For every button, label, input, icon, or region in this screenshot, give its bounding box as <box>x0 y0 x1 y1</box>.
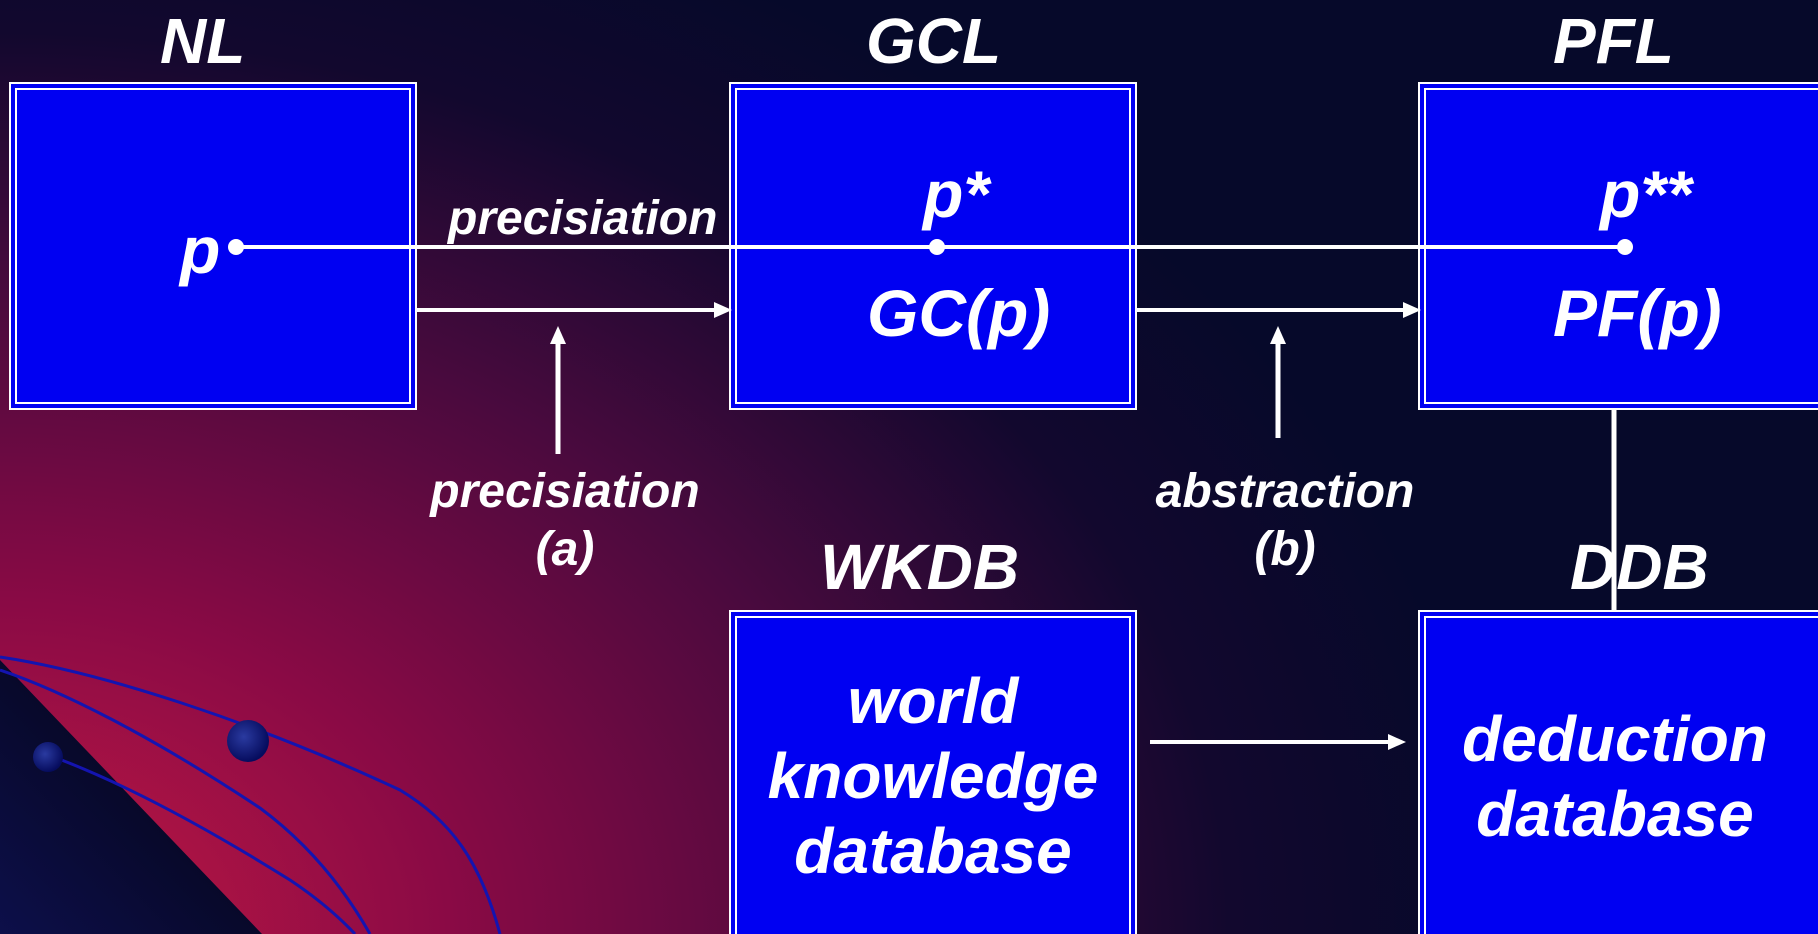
decor-arc-2 <box>0 668 372 934</box>
box-wkdb <box>729 610 1137 934</box>
node-dot-p-star <box>929 239 945 255</box>
wkdb-text-line3: database <box>794 815 1072 887</box>
node-label-p-double-star: p** <box>1600 157 1692 231</box>
header-ddb: DDB <box>1570 531 1709 603</box>
arrow-abstraction-up <box>1270 326 1286 438</box>
node-label-p-star: p* <box>923 157 989 231</box>
arrow-wkdb-to-ddb <box>1150 734 1406 750</box>
edge-label-abstraction-text: abstraction <box>1155 465 1415 518</box>
decor-arc-1 <box>0 655 502 934</box>
ddb-text-line2: database <box>1476 778 1754 850</box>
node-dot-p <box>228 239 244 255</box>
corner-decoration <box>0 655 502 934</box>
decor-arc-3 <box>39 750 357 934</box>
decor-orb-large <box>227 720 269 762</box>
wkdb-text-line1: world <box>847 665 1019 737</box>
edge-label-precisiation-tag: (a) <box>535 523 595 576</box>
node-label-p: p <box>180 213 221 287</box>
arrow-gcl-to-pfl <box>1136 302 1421 318</box>
node-label-pf-p: PF(p) <box>1553 276 1722 350</box>
header-nl: NL <box>160 5 246 77</box>
node-dot-p-double-star <box>1617 239 1633 255</box>
header-pfl: PFL <box>1553 5 1674 77</box>
header-wkdb: WKDB <box>820 531 1020 603</box>
wkdb-text: world knowledge database <box>736 664 1130 889</box>
ddb-text: deduction database <box>1425 702 1805 852</box>
node-label-gc-p: GC(p) <box>867 276 1051 350</box>
corner-wedge <box>0 660 262 934</box>
ddb-text-line1: deduction <box>1462 703 1768 775</box>
edge-label-precisiation: precisiation (a) <box>430 463 700 579</box>
header-gcl: GCL <box>866 5 1002 77</box>
box-ddb <box>1418 610 1818 934</box>
edge-label-precisiation-text: precisiation <box>430 465 700 518</box>
edge-label-abstraction: abstraction (b) <box>1150 463 1420 579</box>
decor-orb-small <box>33 742 63 772</box>
edge-label-abstraction-tag: (b) <box>1254 523 1316 576</box>
arrow-nl-to-gcl <box>416 302 732 318</box>
edge-label-precisiation-top: precisiation <box>448 192 718 245</box>
arrow-precisiation-up <box>550 326 566 454</box>
wkdb-text-line2: knowledge <box>767 740 1099 812</box>
